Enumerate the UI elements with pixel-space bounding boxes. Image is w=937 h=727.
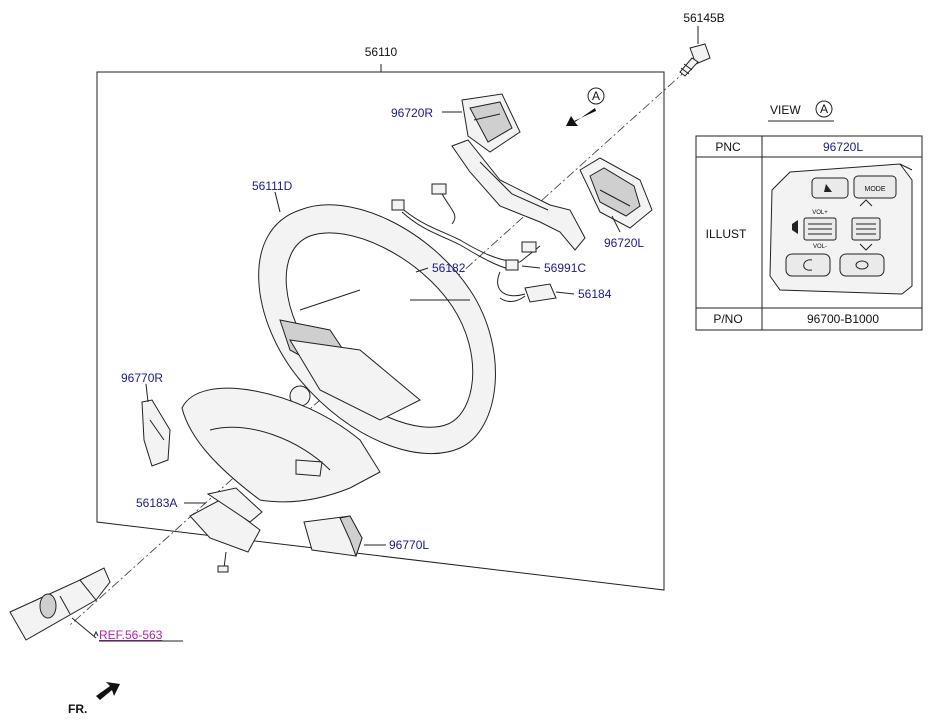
switch-96720R[interactable]: [461, 93, 521, 153]
center-axis-line: [69, 57, 701, 626]
wiring-harness-56991C[interactable]: [391, 183, 541, 297]
front-label: FR.: [68, 702, 87, 716]
reference-link[interactable]: REF.56-563: [99, 628, 163, 642]
connector-56184[interactable]: [499, 283, 557, 303]
label-56182: 56182: [432, 261, 466, 275]
table-illust-header: ILLUST: [706, 227, 747, 241]
view-a-marker: A: [592, 89, 600, 103]
lower-cover: [181, 387, 381, 503]
table-pnc-value: 96720L: [823, 140, 863, 154]
table-pnc-header: PNC: [715, 140, 741, 154]
label-56110: 56110: [365, 45, 398, 59]
switch-illustration: MODE VOL+ VOL-: [769, 163, 913, 295]
steering-wheel-56111D[interactable]: [258, 204, 496, 455]
label-96770R: 96770R: [121, 371, 163, 385]
label-96720L: 96720L: [604, 236, 644, 250]
vol-up-label: VOL+: [812, 210, 828, 216]
steering-column: [9, 567, 111, 641]
front-arrow-icon: [96, 682, 120, 700]
switch-96720L[interactable]: [579, 157, 653, 229]
table-pno-value: 96700-B1000: [807, 312, 879, 326]
table-pno-header: P/NO: [713, 312, 742, 326]
leader-lines: [71, 26, 699, 639]
label-96720R: 96720R: [391, 106, 433, 120]
bracket-56183A[interactable]: [189, 487, 263, 573]
label-56184: 56184: [578, 287, 612, 301]
bolt-56145B[interactable]: [679, 43, 711, 77]
label-56145B: 56145B: [683, 11, 724, 25]
mode-button-label: MODE: [865, 186, 886, 193]
cover-96770R[interactable]: [141, 399, 171, 467]
label-96770L: 96770L: [389, 538, 429, 552]
label-56991C: 56991C: [544, 261, 586, 275]
label-56183A: 56183A: [136, 496, 177, 510]
switch-bracket: [451, 139, 586, 251]
view-box-marker: A: [820, 102, 828, 116]
label-56111D: 56111D: [252, 179, 293, 193]
view-title: VIEW: [770, 103, 801, 117]
view-marker-circle: [815, 100, 833, 118]
view-a-arrow-icon: [566, 87, 605, 126]
cover-96770L[interactable]: [303, 515, 363, 558]
vol-down-label: VOL-: [813, 244, 827, 250]
assembly-frame: [96, 71, 665, 591]
